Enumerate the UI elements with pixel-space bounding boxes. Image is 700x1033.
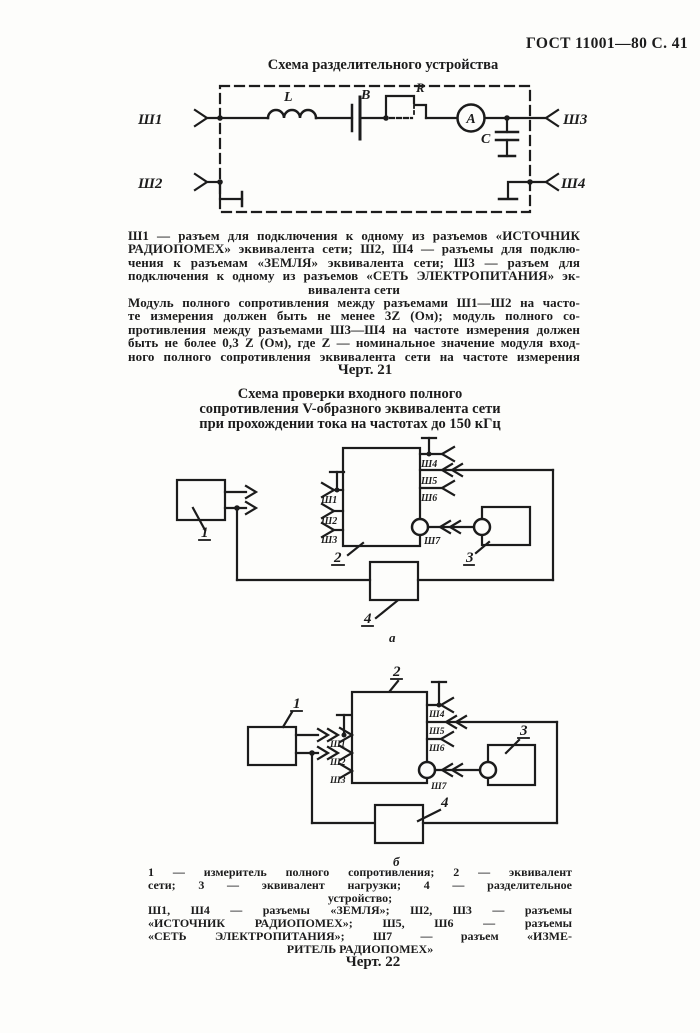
- jack-sh5-connected: Ш5: [418, 462, 555, 487]
- ammeter-symbol: А: [456, 103, 510, 133]
- svg-text:Ш6: Ш6: [428, 744, 445, 754]
- svg-text:4: 4: [440, 795, 449, 811]
- fig21-note1-lines: Ш1 — разъем для подключения к одному из …: [128, 228, 580, 284]
- svg-text:Ш5: Ш5: [420, 476, 437, 487]
- fig22-legend-center1: устройство;: [327, 890, 393, 905]
- fig21-note1-lastline: вивалента сети: [308, 281, 400, 297]
- fig22-legend-center2: РИТЕЛЬ РАДИОПОМЕХ»: [286, 941, 434, 956]
- svg-text:С: С: [481, 132, 491, 147]
- resistor-switch-symbol: R: [384, 80, 459, 120]
- svg-text:Ш1: Ш1: [320, 495, 337, 506]
- jack-sh4-grounded: Ш4: [425, 680, 455, 720]
- fig21-note2: Модуль полного сопротивления между разъе…: [128, 295, 580, 364]
- fig22-caption: Черт. 22: [345, 954, 401, 970]
- fig21-note1: Ш1 — разъем для подключения к одному из …: [128, 229, 580, 296]
- connector-sh3: Ш3: [505, 108, 588, 128]
- svg-text:L: L: [283, 90, 293, 105]
- block-isolation-device: 4: [310, 720, 559, 845]
- plug-into-sh2: Ш2: [294, 744, 355, 768]
- jack-sh1-grounded: Ш1: [320, 470, 346, 506]
- svg-text:4: 4: [363, 611, 372, 627]
- svg-text:В: В: [360, 88, 370, 103]
- block-load-equivalent: 3: [463, 505, 532, 566]
- connector-sh4-ground: Ш4: [497, 172, 586, 201]
- svg-text:Ш4: Ш4: [428, 710, 445, 720]
- capacitor-c-ground: С: [481, 116, 520, 158]
- svg-text:Ш4: Ш4: [560, 176, 586, 192]
- svg-text:А: А: [465, 112, 475, 127]
- svg-text:2: 2: [392, 664, 401, 680]
- inductor-symbol: L: [266, 90, 354, 120]
- fig21-circuit-diagram: Ш1 L В R А: [137, 80, 588, 214]
- fig22-title: Схема проверки входного полного сопротив…: [199, 386, 501, 432]
- jack-sh3: Ш3: [320, 521, 345, 546]
- fig21-title: Схема разделительного устройства: [267, 57, 499, 73]
- block-mains-equivalent: 2: [350, 664, 429, 785]
- fig22-legend-part1: 1 — измеритель полного сопротивления; 2 …: [148, 865, 572, 892]
- block-impedance-meter: 1: [175, 478, 259, 541]
- block-load-equivalent: 3: [478, 723, 537, 787]
- fig22-diagram-b: 2 1 Ш1 Ш2: [246, 664, 559, 869]
- jack-sh7-connected: Ш7: [410, 517, 477, 547]
- page-header: ГОСТ 11001—80 С. 41: [526, 35, 688, 52]
- svg-text:Ш2: Ш2: [137, 176, 163, 192]
- svg-text:3: 3: [465, 550, 474, 566]
- block-impedance-meter: 1: [246, 696, 303, 767]
- svg-text:Ш4: Ш4: [420, 459, 437, 470]
- connector-sh2-ground: Ш2: [137, 172, 244, 208]
- jack-sh3: Ш3: [329, 762, 355, 786]
- capacitor-b-symbol: В: [350, 88, 389, 141]
- jack-sh4-grounded: Ш4: [418, 436, 456, 470]
- block-isolation-device: 4: [235, 468, 555, 627]
- svg-text:Ш3: Ш3: [562, 112, 588, 128]
- svg-text:Ш3: Ш3: [320, 535, 337, 546]
- fig22-diagram-a: 1 2 Ш1 Ш2 Ш3: [175, 436, 555, 645]
- svg-text:Ш3: Ш3: [329, 776, 346, 786]
- svg-text:Ш1: Ш1: [137, 112, 162, 128]
- svg-text:Ш5: Ш5: [428, 727, 445, 737]
- svg-text:Ш2: Ш2: [320, 516, 337, 527]
- svg-text:Ш7: Ш7: [430, 782, 448, 792]
- jack-sh7-connected: Ш7: [417, 760, 482, 792]
- plug-into-sh1-grounded: Ш1: [294, 713, 355, 750]
- isolation-device-dashed-box: [218, 84, 532, 214]
- svg-text:1: 1: [293, 696, 301, 712]
- svg-text:1: 1: [201, 525, 209, 541]
- jack-sh5-connected: Ш5: [425, 714, 559, 737]
- svg-text:3: 3: [519, 723, 528, 739]
- svg-text:R: R: [415, 80, 425, 95]
- svg-text:Ш2: Ш2: [329, 758, 346, 768]
- jack-sh6: Ш6: [425, 730, 455, 754]
- svg-text:2: 2: [333, 550, 342, 566]
- fig22-sub-b: б: [393, 854, 400, 869]
- fig22-legend-part2: Ш1, Ш4 — разъемы «ЗЕМЛЯ»; Ш2, Ш3 — разъе…: [148, 903, 572, 943]
- fig21-caption: Черт. 21: [337, 362, 393, 378]
- block-mains-equivalent: 2: [331, 446, 422, 566]
- fig22-sub-a: а: [389, 630, 396, 645]
- connector-sh1: Ш1: [137, 108, 270, 128]
- svg-text:Ш7: Ш7: [423, 536, 441, 547]
- svg-text:Ш6: Ш6: [420, 493, 437, 504]
- jack-sh6: Ш6: [418, 479, 456, 504]
- fig22-legend: 1 — измеритель полного сопротивления; 2 …: [148, 866, 572, 956]
- svg-text:Ш1: Ш1: [329, 740, 345, 750]
- jack-sh2: Ш2: [320, 502, 345, 527]
